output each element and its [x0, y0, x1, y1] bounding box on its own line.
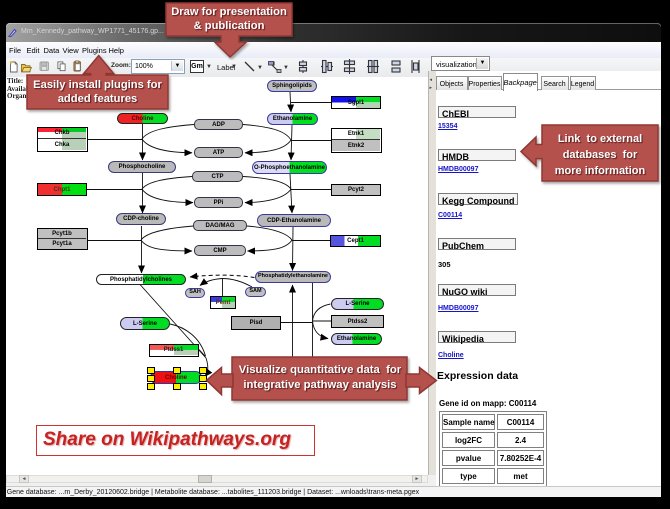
svg-text:▼: ▼ [283, 65, 289, 71]
svg-text:▼: ▼ [257, 65, 263, 71]
